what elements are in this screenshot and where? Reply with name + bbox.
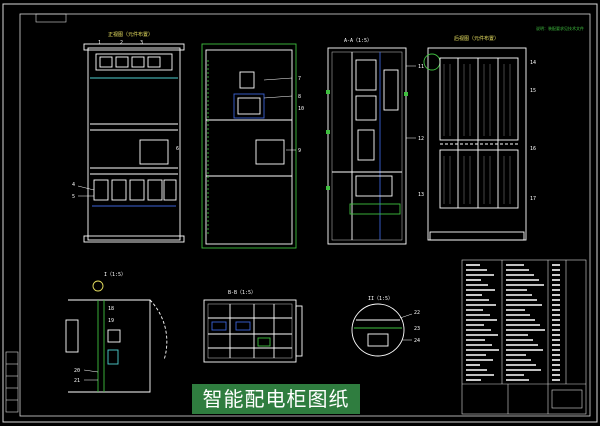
detail-i: I（1:5）: [65, 272, 168, 393]
title-block: [461, 259, 587, 415]
detail-i-callout-19: 19: [108, 318, 114, 324]
plan-section: B-B（1:5）: [203, 290, 303, 363]
margin-tabs: [5, 351, 19, 413]
door-callout-9: 9: [298, 148, 301, 154]
detail-ii-callout-24: 24: [414, 338, 420, 344]
top-left-mark: [35, 13, 67, 23]
rear-callout-16: 16: [530, 146, 536, 152]
drawing-border: [2, 3, 598, 423]
door-callout-8: 8: [298, 94, 301, 100]
front-callout-4: 4: [72, 182, 75, 188]
side-callout-12: 12: [418, 136, 424, 142]
side-section: A-A（1:5）: [327, 38, 416, 245]
detail-ii-heading: II（1:5）: [368, 296, 393, 302]
front-callout-3: 3: [140, 40, 143, 46]
rear-callout-15: 15: [530, 88, 536, 94]
detail-ii-callout-22: 22: [414, 310, 420, 316]
bom-rows: [466, 264, 560, 381]
detail-ii: II（1:5）: [351, 296, 413, 357]
detail-i-callout-21: 21: [74, 378, 80, 384]
side-callout-13: 13: [418, 192, 424, 198]
door-callout-7: 7: [298, 76, 301, 82]
side-section-markers: [326, 90, 408, 190]
rear-callout-17: 17: [530, 196, 536, 202]
front-callout-2: 2: [120, 40, 123, 46]
rear-view-hatching: [443, 64, 511, 204]
front-callout-6: 6: [176, 146, 179, 152]
door-callout-10: 10: [298, 106, 304, 112]
plan-section-heading: B-B（1:5）: [228, 290, 256, 296]
side-callout-11: 11: [418, 64, 424, 70]
front-view: 正视图（元件布置）: [77, 31, 185, 243]
rear-callout-14: 14: [530, 60, 536, 66]
front-callout-1: 1: [98, 40, 101, 46]
front-view-heading: 正视图（元件布置）: [108, 31, 153, 38]
detail-i-callout-18: 18: [108, 306, 114, 312]
rear-view-heading: 后视图（元件布置）: [454, 35, 499, 42]
drawing-caption: 智能配电柜图纸: [192, 384, 360, 414]
rear-view: 后视图（元件布置）: [423, 35, 527, 241]
drawing-inner-frame: [19, 13, 591, 417]
door-view: [201, 43, 297, 249]
detail-i-heading: I（1:5）: [104, 272, 126, 278]
detail-ii-callout-23: 23: [414, 326, 420, 332]
front-callout-5: 5: [72, 194, 75, 200]
side-section-heading: A-A（1:5）: [344, 38, 372, 44]
detail-i-callout-20: 20: [74, 368, 80, 374]
rear-note: 说明：装配要求见技术文件: [536, 25, 584, 31]
